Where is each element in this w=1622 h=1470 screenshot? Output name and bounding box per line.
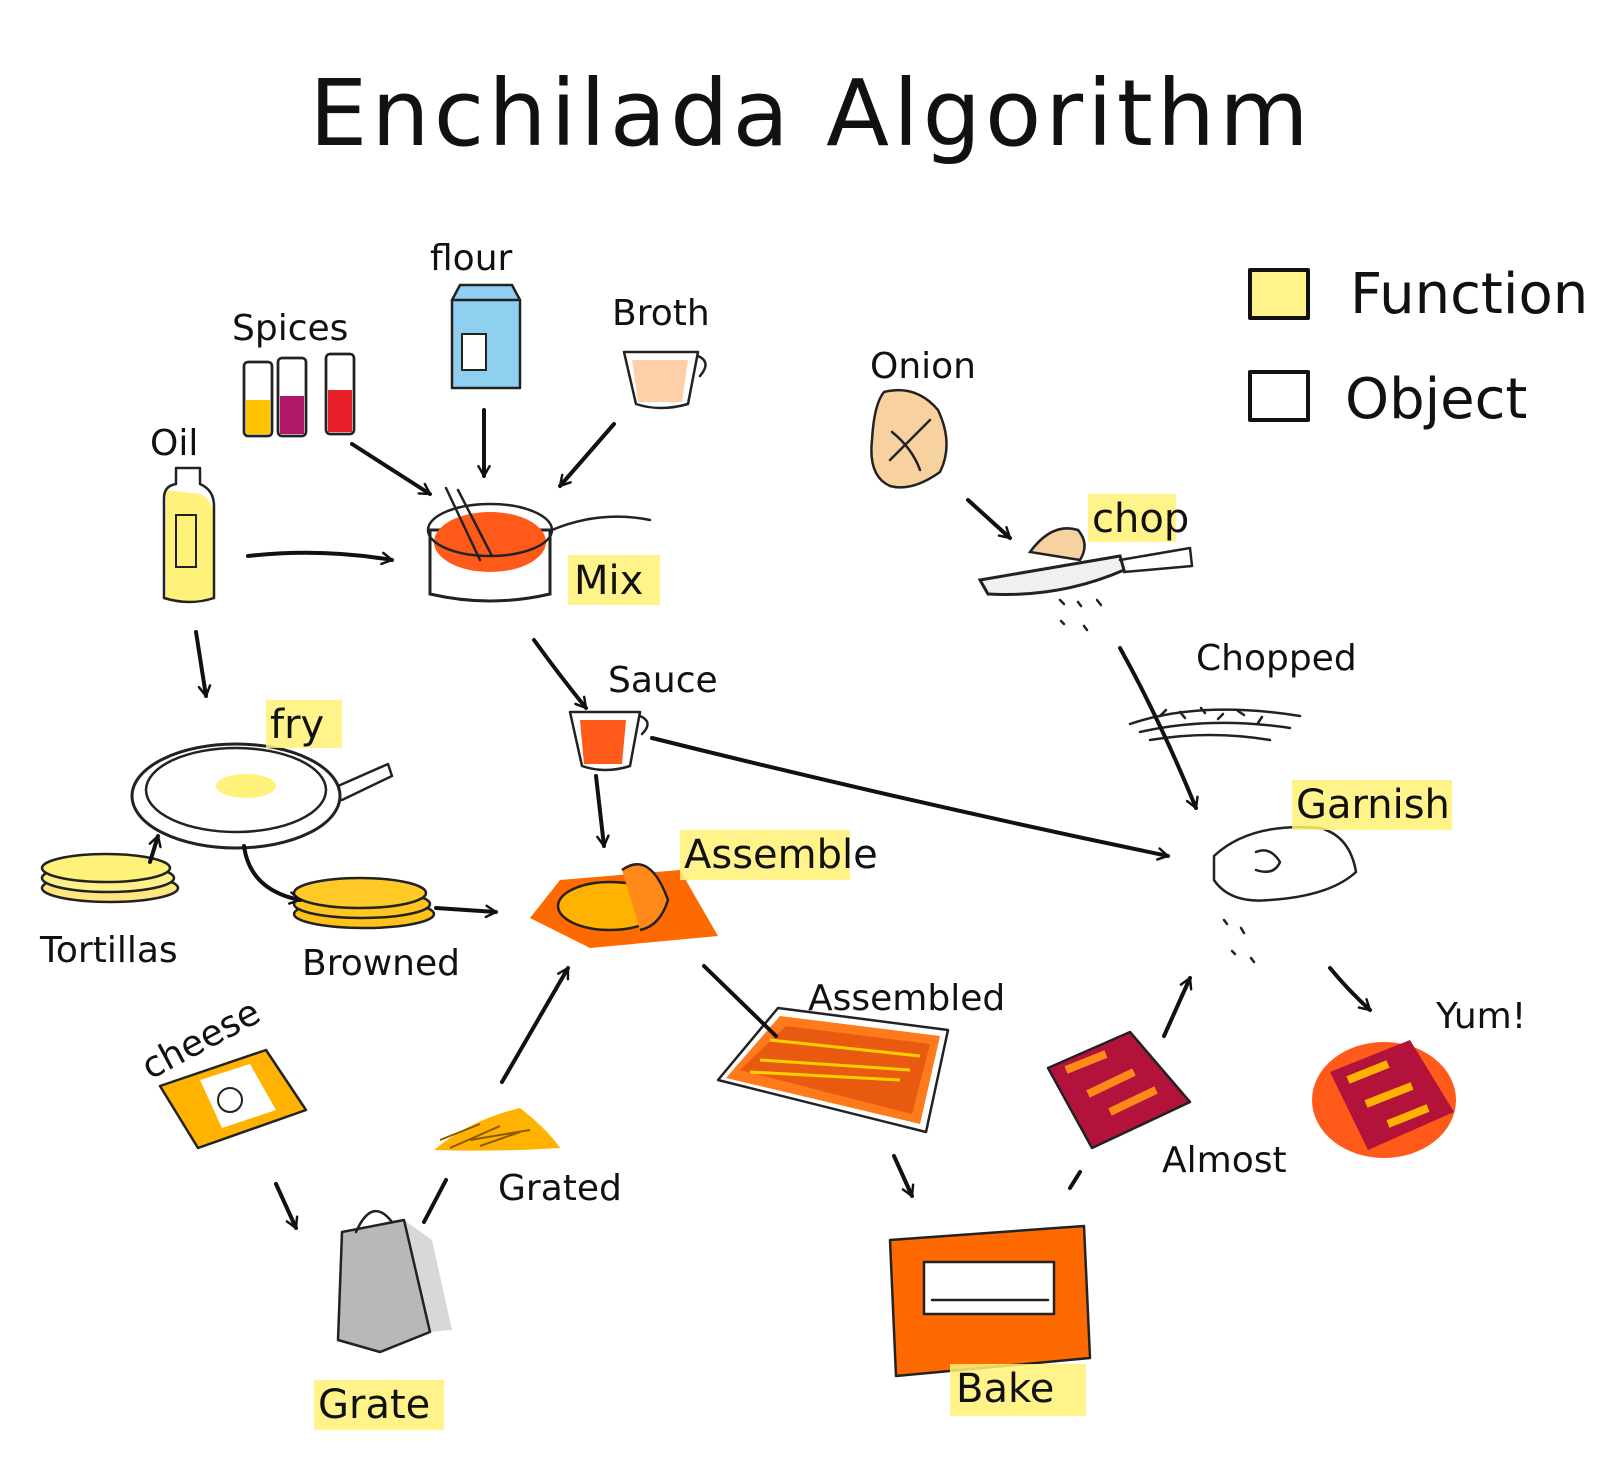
flour-bag-icon [452, 285, 520, 388]
legend: Function Object [1250, 262, 1588, 432]
oil-label: Oil [150, 423, 198, 464]
line-bake-to-almost [1070, 1172, 1080, 1188]
almost-label: Almost [1162, 1140, 1287, 1181]
line-grate-to-grated [424, 1180, 446, 1222]
arrow-garnish-to-yum [1330, 968, 1370, 1010]
grate-label: Grate [318, 1382, 430, 1428]
onion-icon [871, 390, 946, 487]
onion-label: Onion [870, 346, 976, 387]
browned-tortillas-icon [294, 878, 434, 928]
fry-label: fry [270, 702, 324, 748]
legend-function-swatch [1250, 270, 1308, 318]
chop-label: chop [1092, 496, 1189, 542]
bake-oven-icon [890, 1226, 1090, 1376]
legend-object-label: Object [1345, 367, 1527, 432]
arrow-almost-to-garnish [1164, 978, 1190, 1036]
chopped-label: Chopped [1196, 638, 1357, 679]
garnish-label: Garnish [1296, 782, 1450, 828]
spices-label: Spices [232, 308, 348, 349]
legend-object-box [1250, 372, 1308, 420]
arrow-fry-to-browned [244, 846, 300, 900]
arrow-mix-to-sauce [534, 640, 586, 708]
yum-enchiladas-icon [1312, 1040, 1456, 1158]
arrow-broth-to-mix [560, 424, 614, 486]
mix-label: Mix [574, 558, 643, 604]
garnish-hand-icon [1214, 827, 1356, 962]
assembled-label: Assembled [808, 978, 1005, 1019]
almost-enchiladas-icon [1048, 1032, 1190, 1148]
oil-bottle-icon [164, 468, 214, 602]
browned-label: Browned [302, 943, 460, 984]
broth-label: Broth [612, 293, 710, 334]
chop-knife-icon [980, 528, 1192, 630]
diagram-title: Enchilada Algorithm [309, 60, 1312, 167]
assembled-tray-icon [718, 1008, 948, 1132]
arrow-oil-to-fry [196, 632, 206, 696]
grated-label: Grated [498, 1168, 622, 1209]
arrow-assembled-to-bake [894, 1156, 912, 1196]
yum-label: Yum! [1435, 996, 1526, 1037]
broth-cup-icon [624, 352, 706, 408]
line-assemble-to-assembled [704, 966, 776, 1036]
arrow-sauce-to-assemble [596, 776, 604, 846]
sauce-cup-icon [570, 712, 648, 770]
arrow-oil-to-mix [248, 553, 392, 560]
arrow-cheese-to-grate [276, 1184, 296, 1228]
grater-icon [338, 1211, 452, 1352]
sauce-label: Sauce [608, 660, 718, 701]
grated-cheese-icon [434, 1108, 560, 1151]
arrow-spices-to-mix [352, 444, 430, 494]
arrow-browned-to-assemble [436, 908, 496, 912]
assemble-label: Assemble [684, 832, 878, 878]
legend-function-label: Function [1350, 262, 1588, 327]
tortillas-label: Tortillas [39, 930, 178, 971]
fry-pan-icon [132, 744, 392, 848]
spices-icon [244, 354, 354, 436]
tortillas-icon [42, 854, 178, 902]
bake-label: Bake [956, 1366, 1054, 1412]
arrow-grated-to-assemble [502, 968, 568, 1082]
arrow-onion-to-chop [968, 500, 1010, 538]
flour-label: flour [430, 238, 513, 279]
